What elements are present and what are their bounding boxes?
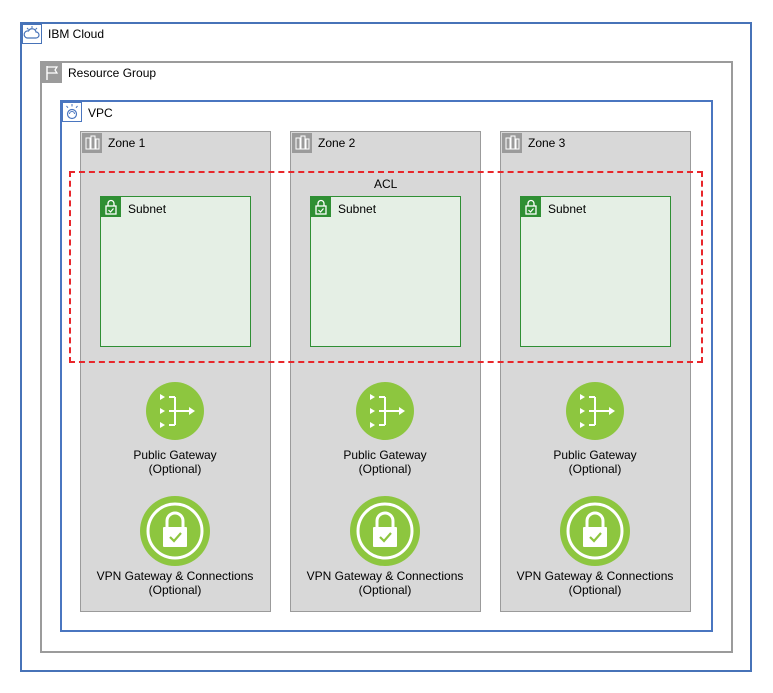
subnet-1-label: Subnet — [128, 202, 167, 216]
public-gateway-icon — [146, 382, 204, 440]
zone-icon — [82, 133, 102, 153]
vpn-gateway-lock-icon — [140, 496, 210, 566]
public-gateway-title: Public Gateway — [343, 448, 427, 462]
public-gateway-icon — [356, 382, 414, 440]
vpn-gateway-note: (Optional) — [148, 583, 202, 597]
flag-icon — [42, 63, 62, 83]
zone-3-label: Zone 3 — [528, 136, 566, 150]
public-gateway-label: Public Gateway (Optional) — [500, 448, 690, 476]
public-gateway-note: (Optional) — [148, 462, 202, 476]
ibm-cloud-container — [20, 22, 752, 672]
public-gateway-icon — [566, 382, 624, 440]
subnet-3-label: Subnet — [548, 202, 587, 216]
vpn-gateway-title: VPN Gateway & Connections — [516, 569, 674, 583]
vpn-gateway-title: VPN Gateway & Connections — [306, 569, 464, 583]
public-gateway-title: Public Gateway — [133, 448, 217, 462]
vpc-container — [60, 100, 713, 632]
vpc-icon — [62, 102, 82, 122]
subnet-1 — [100, 196, 251, 347]
vpn-gateway-label: VPN Gateway & Connections (Optional) — [290, 569, 480, 597]
resource-group-container — [40, 61, 733, 653]
subnet-lock-icon — [101, 197, 121, 217]
vpn-gateway-lock-icon — [560, 496, 630, 566]
subnet-lock-icon — [311, 197, 331, 217]
vpn-gateway-note: (Optional) — [568, 583, 622, 597]
ibm-cloud-label: IBM Cloud — [48, 27, 105, 41]
acl-label: ACL — [374, 177, 398, 191]
public-gateway-label: Public Gateway (Optional) — [80, 448, 270, 476]
vpn-gateway-title: VPN Gateway & Connections — [96, 569, 254, 583]
cloud-icon — [22, 24, 42, 44]
vpn-gateway-lock-icon — [350, 496, 420, 566]
zone-2-label: Zone 2 — [318, 136, 356, 150]
vpn-gateway-label: VPN Gateway & Connections (Optional) — [80, 569, 270, 597]
acl-boundary — [69, 171, 703, 363]
public-gateway-label: Public Gateway (Optional) — [290, 448, 480, 476]
public-gateway-note: (Optional) — [568, 462, 622, 476]
subnet-2 — [310, 196, 461, 347]
zone-icon — [502, 133, 522, 153]
vpn-gateway-label: VPN Gateway & Connections (Optional) — [500, 569, 690, 597]
vpc-label: VPC — [88, 106, 113, 120]
zone-icon — [292, 133, 312, 153]
vpn-gateway-note: (Optional) — [358, 583, 412, 597]
zone-1-label: Zone 1 — [108, 136, 146, 150]
resource-group-label: Resource Group — [68, 66, 157, 80]
public-gateway-note: (Optional) — [358, 462, 412, 476]
subnet-3 — [520, 196, 671, 347]
subnet-2-label: Subnet — [338, 202, 377, 216]
subnet-lock-icon — [521, 197, 541, 217]
public-gateway-title: Public Gateway — [553, 448, 637, 462]
